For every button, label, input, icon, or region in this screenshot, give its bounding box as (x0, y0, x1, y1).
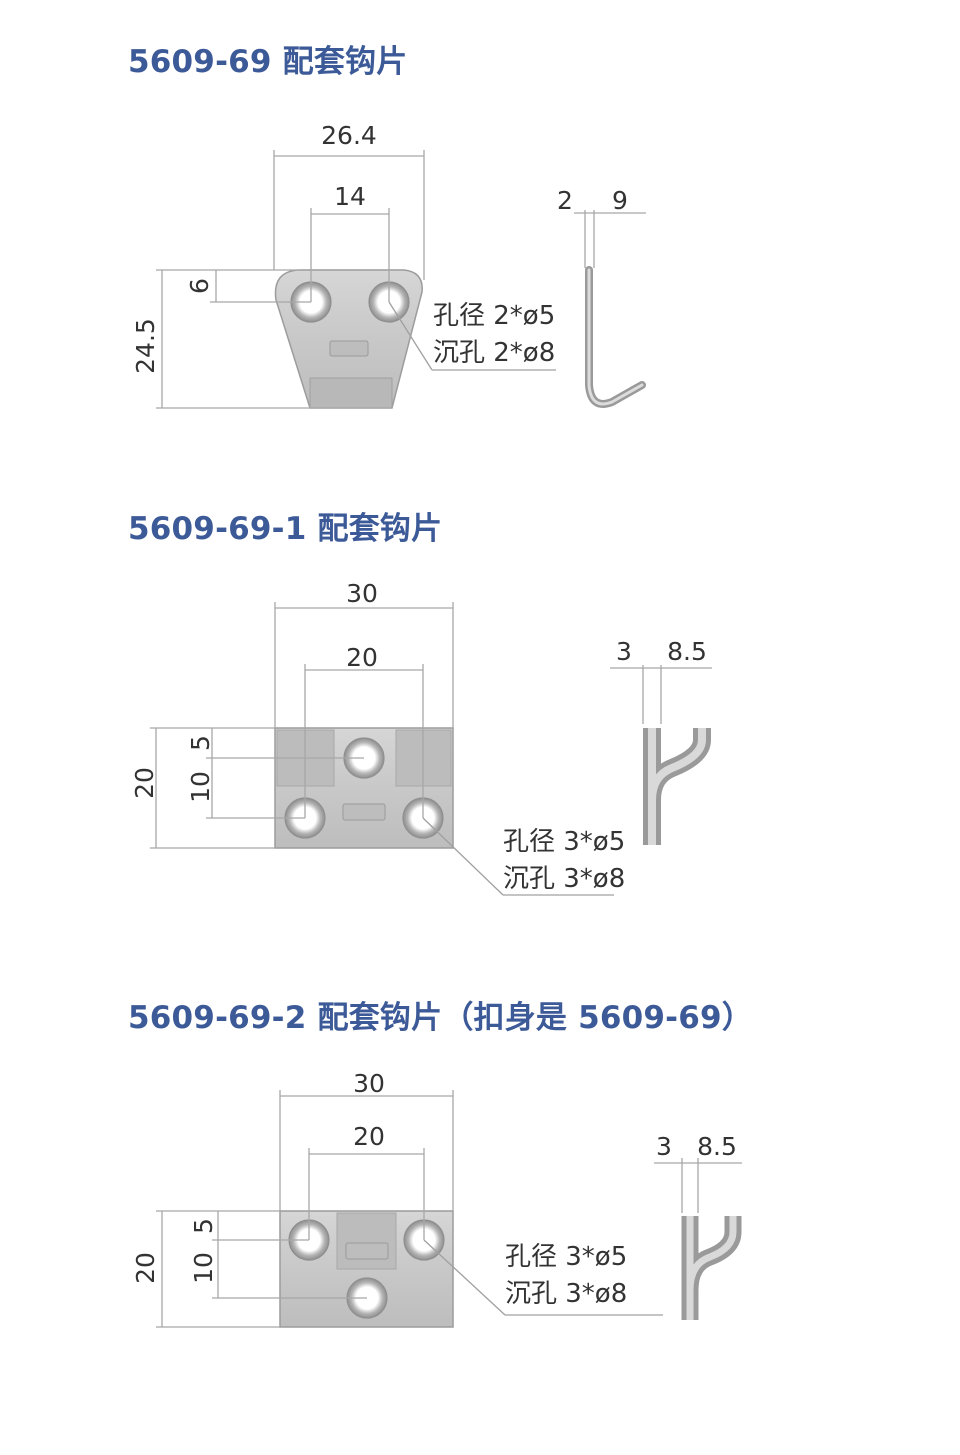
note-countersink: 沉孔 3*ø8 (503, 864, 625, 894)
dim-hook-depth: 8.5 (697, 1132, 737, 1161)
dim-width: 30 (346, 579, 378, 608)
brand-logo (345, 1242, 389, 1260)
dim-height: 24.5 (131, 318, 160, 374)
dim-thickness: 3 (656, 1132, 672, 1161)
note-hole-diameter: 孔径 3*ø5 (503, 827, 625, 857)
dim-hole-offset-b: 5 (189, 1218, 218, 1234)
dim-thickness: 2 (557, 186, 573, 215)
note-hole-diameter: 孔径 3*ø5 (505, 1242, 627, 1272)
hook-profile-5609-69-1 (643, 728, 711, 845)
note-hole-diameter: 孔径 2*ø5 (433, 301, 555, 331)
dim-height: 20 (130, 767, 159, 799)
section-title-5609-69-1: 5609-69-1 配套钩片 (128, 511, 443, 547)
hook-profile-5609-69 (585, 266, 646, 408)
dim-width: 30 (353, 1069, 385, 1098)
dim-hole-offset: 6 (185, 278, 214, 294)
dim-hole-spacing: 14 (334, 182, 366, 211)
dim-thickness: 3 (616, 637, 632, 666)
dim-hole-offset-b: 5 (186, 735, 215, 751)
drawing-5609-69: 26.4 14 24.5 6 2 9 孔径 2*ø5 沉孔 2*ø8 (131, 121, 646, 409)
section-title-5609-69: 5609-69 配套钩片 (128, 44, 408, 80)
dim-hole-spacing: 20 (353, 1122, 385, 1151)
dim-hole-offset-a: 10 (189, 1252, 218, 1284)
dim-hole-spacing: 20 (346, 643, 378, 672)
section-title-5609-69-2: 5609-69-2 配套钩片（扣身是 5609-69） (128, 1000, 753, 1036)
dim-hook-depth: 8.5 (667, 637, 707, 666)
brand-logo (329, 340, 369, 357)
note-countersink: 沉孔 3*ø8 (505, 1279, 627, 1309)
hinge-knuckle (336, 1212, 397, 1270)
hook-tab (309, 377, 393, 409)
dim-hook-depth: 9 (612, 186, 628, 215)
brand-logo (342, 803, 386, 821)
drawing-5609-69-2: 30 20 20 10 5 3 8.5 孔径 3*ø5 沉孔 3*ø8 (131, 1069, 742, 1328)
note-countersink: 沉孔 2*ø8 (433, 338, 555, 368)
dim-width: 26.4 (321, 121, 377, 150)
dim-height: 20 (131, 1252, 160, 1284)
drawing-5609-69-1: 30 20 20 10 5 3 8.5 孔径 3*ø5 沉孔 3*ø8 (130, 579, 712, 896)
dim-hole-offset-a: 10 (186, 771, 215, 803)
